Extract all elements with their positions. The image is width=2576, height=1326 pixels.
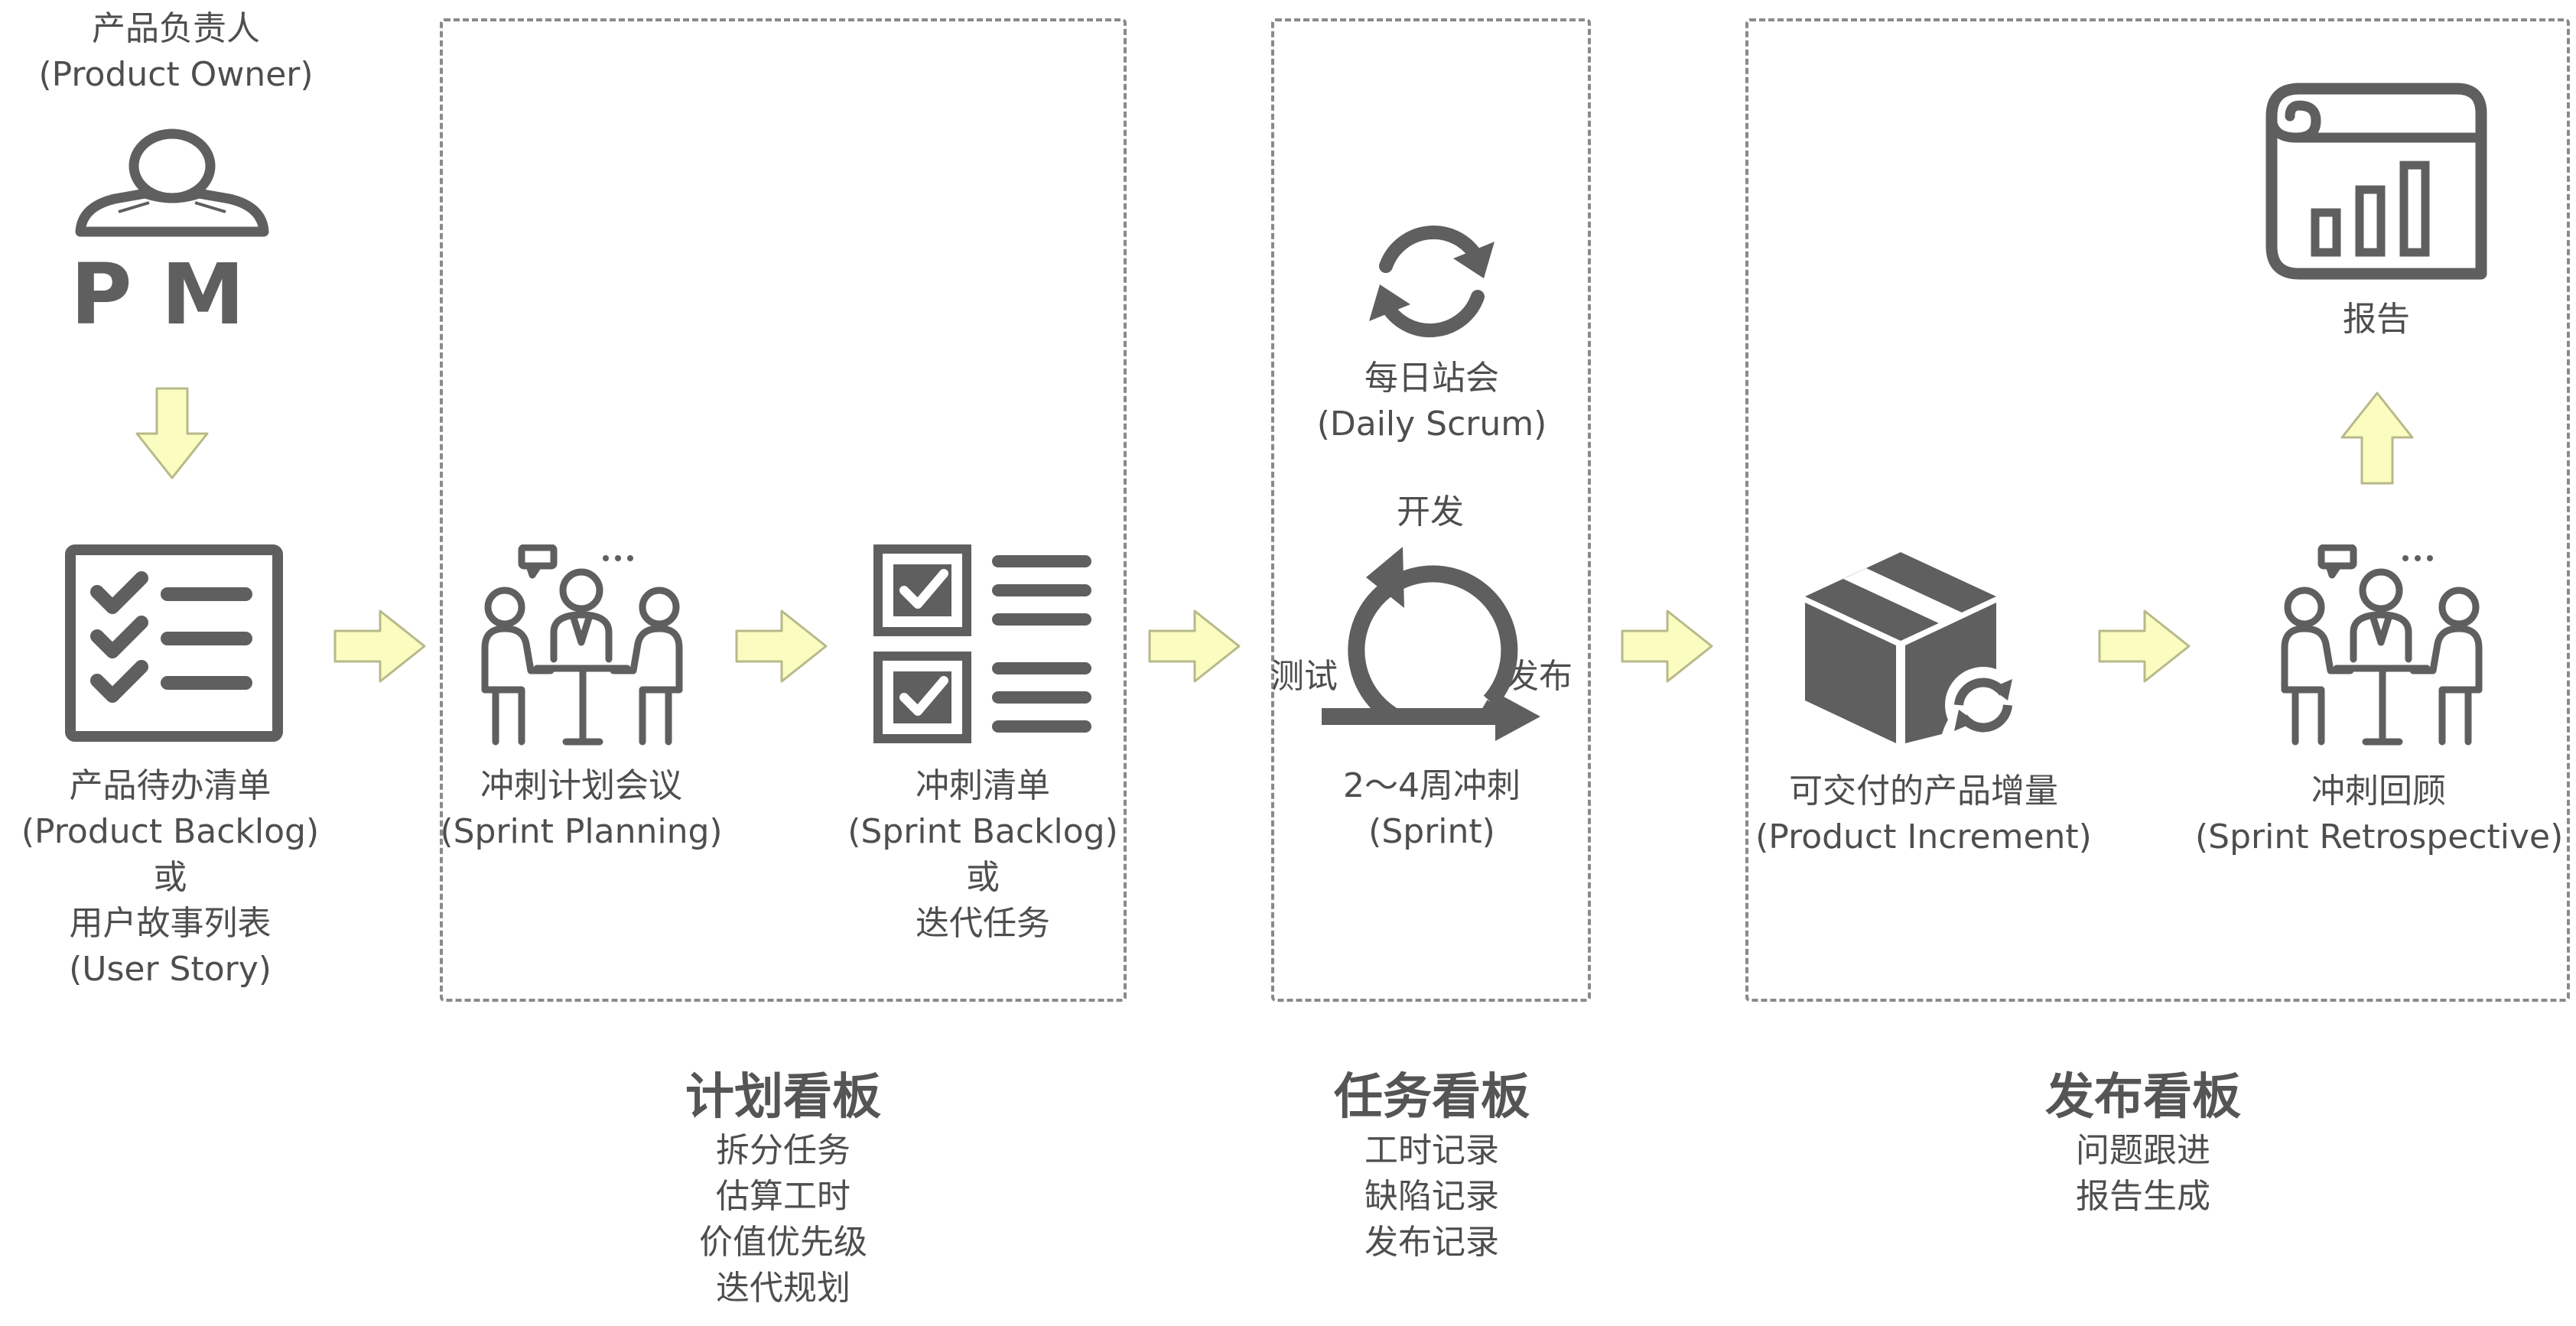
daily-scrum-subtitle: (Daily Scrum) — [1316, 405, 1547, 444]
sprint-backlog-label: 冲刺清单 (Sprint Backlog) 或 迭代任务 — [834, 763, 1132, 947]
planning-board-caption: 计划看板 拆分任务 估算工时 价值优先级 迭代规划 — [630, 1067, 936, 1311]
retrospective-subtitle: (Sprint Retrospective) — [2195, 817, 2564, 856]
report-icon — [2265, 83, 2487, 280]
refresh-icon — [1369, 225, 1495, 338]
release-board-caption: 发布看板 问题跟进 报告生成 — [1990, 1067, 2296, 1220]
release-board-frame — [1745, 18, 2570, 1002]
board-item: 价值优先级 — [699, 1223, 867, 1262]
board-item: 工时记录 — [1364, 1131, 1499, 1170]
daily-scrum-title: 每日站会 — [1364, 359, 1499, 398]
sprint-backlog-or: 或 — [966, 858, 1000, 897]
board-item: 拆分任务 — [716, 1131, 851, 1170]
sprint-cycle-icon — [1322, 547, 1540, 741]
arrow-right-icon — [1148, 609, 1241, 683]
meeting-icon — [2281, 544, 2483, 746]
planning-board-frame — [440, 18, 1127, 1002]
user-story-title: 用户故事列表 — [69, 904, 272, 943]
develop-label: 开发 — [1397, 492, 1464, 531]
sprint-planning-label: 冲刺计划会议 (Sprint Planning) — [428, 763, 734, 855]
test-label: 测试 — [1270, 657, 1338, 696]
task-board-frame — [1271, 18, 1591, 1002]
arrow-down-icon — [135, 387, 209, 479]
board-item: 缺陷记录 — [1364, 1177, 1499, 1216]
checklist-icon — [65, 544, 283, 742]
user-story-subtitle: (User Story) — [69, 950, 272, 989]
product-owner-title: 产品负责人 — [92, 9, 260, 48]
sprint-backlog-subtitle: (Sprint Backlog) — [847, 812, 1118, 851]
sprint-title: 2～4周冲刺 — [1343, 766, 1521, 805]
arrow-right-icon — [2098, 609, 2191, 683]
task-board-title: 任务看板 — [1334, 1069, 1530, 1126]
increment-subtitle: (Product Increment) — [1755, 817, 2092, 856]
planning-board-title: 计划看板 — [685, 1069, 881, 1126]
board-item: 发布记录 — [1364, 1223, 1499, 1262]
sprint-planning-title: 冲刺计划会议 — [480, 766, 682, 805]
product-backlog-or: 或 — [153, 858, 187, 897]
task-list-icon — [873, 544, 1091, 743]
person-icon — [75, 128, 269, 237]
retrospective-label: 冲刺回顾 (Sprint Retrospective) — [2195, 769, 2564, 860]
board-item: 估算工时 — [716, 1177, 851, 1216]
product-owner-label: 产品负责人 (Product Owner) — [0, 6, 352, 98]
sprint-label: 2～4周冲刺 (Sprint) — [1279, 763, 1585, 855]
meeting-icon — [481, 544, 683, 746]
report-label: 报告 — [2343, 300, 2410, 339]
arrow-right-icon — [1621, 609, 1713, 683]
release-board-title: 发布看板 — [2045, 1069, 2241, 1126]
increment-label: 可交付的产品增量 (Product Increment) — [1751, 769, 2096, 860]
retrospective-title: 冲刺回顾 — [2311, 772, 2446, 811]
pm-badge: PM — [70, 245, 275, 343]
iteration-tasks: 迭代任务 — [916, 904, 1050, 943]
board-item: 迭代规划 — [716, 1269, 851, 1308]
arrow-right-icon — [735, 609, 828, 683]
increment-title: 可交付的产品增量 — [1789, 772, 2058, 811]
arrow-up-icon — [2340, 392, 2414, 485]
daily-scrum-label: 每日站会 (Daily Scrum) — [1279, 356, 1585, 447]
arrow-right-icon — [333, 609, 426, 683]
sprint-planning-subtitle: (Sprint Planning) — [440, 812, 723, 851]
package-icon — [1805, 552, 2021, 743]
sprint-backlog-title: 冲刺清单 — [916, 766, 1050, 805]
board-item: 问题跟进 — [2076, 1131, 2210, 1170]
product-backlog-title: 产品待办清单 — [69, 766, 272, 805]
product-backlog-label: 产品待办清单 (Product Backlog) 或 用户故事列表 (User … — [0, 763, 340, 993]
board-item: 报告生成 — [2076, 1177, 2210, 1216]
sprint-subtitle: (Sprint) — [1368, 812, 1495, 851]
task-board-caption: 任务看板 工时记录 缺陷记录 发布记录 — [1279, 1067, 1585, 1266]
product-backlog-subtitle: (Product Backlog) — [21, 812, 320, 851]
product-owner-subtitle: (Product Owner) — [38, 55, 314, 94]
